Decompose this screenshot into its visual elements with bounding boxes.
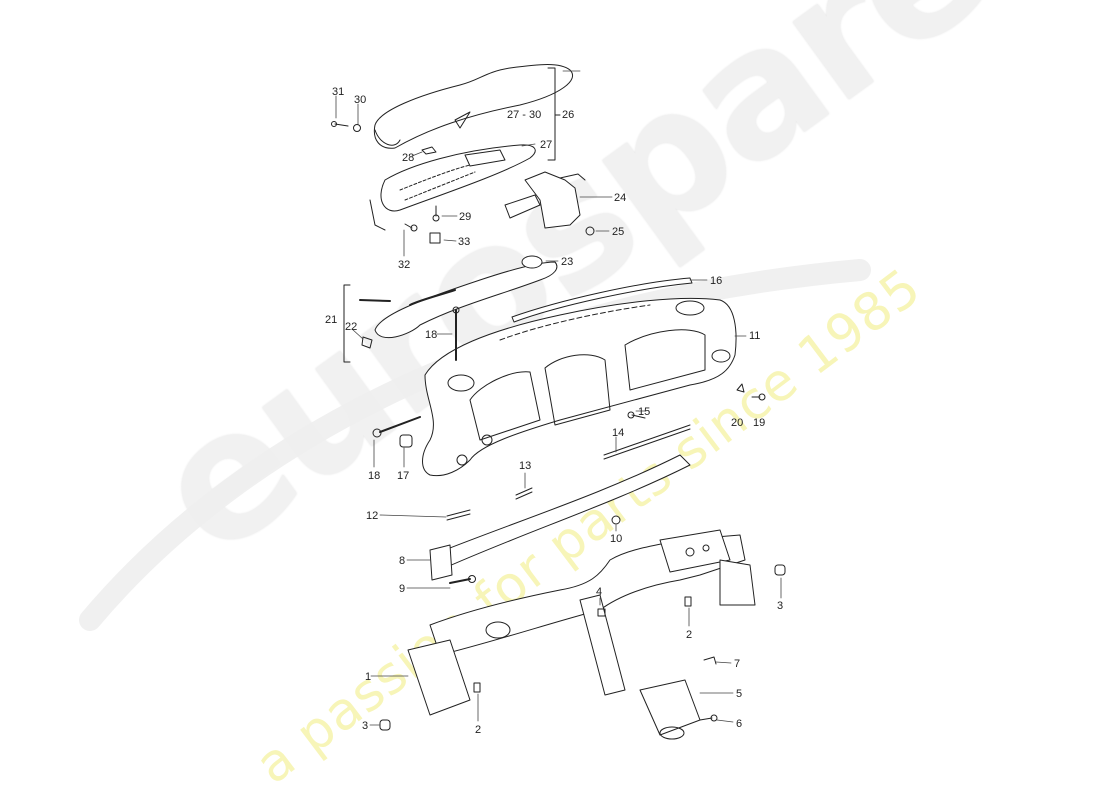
- defroster-strip-part: [511, 277, 693, 323]
- callout-28[interactable]: 28: [402, 152, 415, 164]
- crossmember-cover-part: [431, 454, 691, 571]
- callout-3-left[interactable]: 3: [362, 720, 369, 732]
- callout-27-30[interactable]: 27 - 30: [507, 109, 542, 121]
- callout-22[interactable]: 22: [345, 321, 358, 333]
- callout-1[interactable]: 1: [365, 671, 372, 683]
- dash-top-trim-part: [359, 255, 558, 349]
- callout-11[interactable]: 11: [749, 330, 761, 342]
- callout-13[interactable]: 13: [519, 460, 532, 472]
- callout-15[interactable]: 15: [638, 406, 651, 418]
- callout-14[interactable]: 14: [612, 427, 625, 439]
- callout-29[interactable]: 29: [459, 211, 472, 223]
- callout-10[interactable]: 10: [610, 533, 623, 545]
- dashboard-carrier-frame-part: [407, 529, 756, 740]
- callout-18-bottom[interactable]: 18: [368, 470, 381, 482]
- callout-6[interactable]: 6: [736, 718, 743, 730]
- callout-21[interactable]: 21: [325, 314, 338, 326]
- leader-lines: [335, 70, 782, 726]
- glovebox-lid-part: [373, 64, 573, 149]
- callout-26[interactable]: 26: [562, 109, 575, 121]
- callout-24[interactable]: 24: [614, 192, 627, 204]
- glovebox-inner-panel-part: [369, 144, 536, 231]
- callout-30[interactable]: 30: [354, 94, 367, 106]
- callout-9[interactable]: 9: [399, 583, 406, 595]
- callout-2-left[interactable]: 2: [475, 724, 482, 736]
- callout-25[interactable]: 25: [612, 226, 625, 238]
- small-fasteners-top: [331, 121, 441, 244]
- callout-3-right[interactable]: 3: [777, 600, 784, 612]
- callout-33[interactable]: 33: [458, 236, 471, 248]
- callout-12[interactable]: 12: [366, 510, 379, 522]
- callout-31[interactable]: 31: [332, 86, 345, 98]
- group-bracket-26: [547, 67, 561, 161]
- callout-19[interactable]: 19: [753, 417, 766, 429]
- callout-32[interactable]: 32: [398, 259, 411, 271]
- callout-18-top[interactable]: 18: [425, 329, 438, 341]
- callout-7[interactable]: 7: [734, 658, 741, 670]
- callout-20[interactable]: 20: [731, 417, 744, 429]
- callout-16[interactable]: 16: [710, 275, 723, 287]
- callout-4[interactable]: 4: [596, 586, 603, 598]
- callout-27[interactable]: 27: [540, 139, 553, 151]
- dashboard-shell-part: [422, 297, 737, 477]
- group-bracket-21: [343, 284, 351, 363]
- air-vent-housing-part: [504, 171, 595, 236]
- callout-17[interactable]: 17: [397, 470, 410, 482]
- dashboard-fasteners: [372, 306, 766, 525]
- callout-5[interactable]: 5: [736, 688, 743, 700]
- callout-23[interactable]: 23: [561, 256, 574, 268]
- callout-2-right[interactable]: 2: [686, 629, 693, 641]
- callout-8[interactable]: 8: [399, 555, 406, 567]
